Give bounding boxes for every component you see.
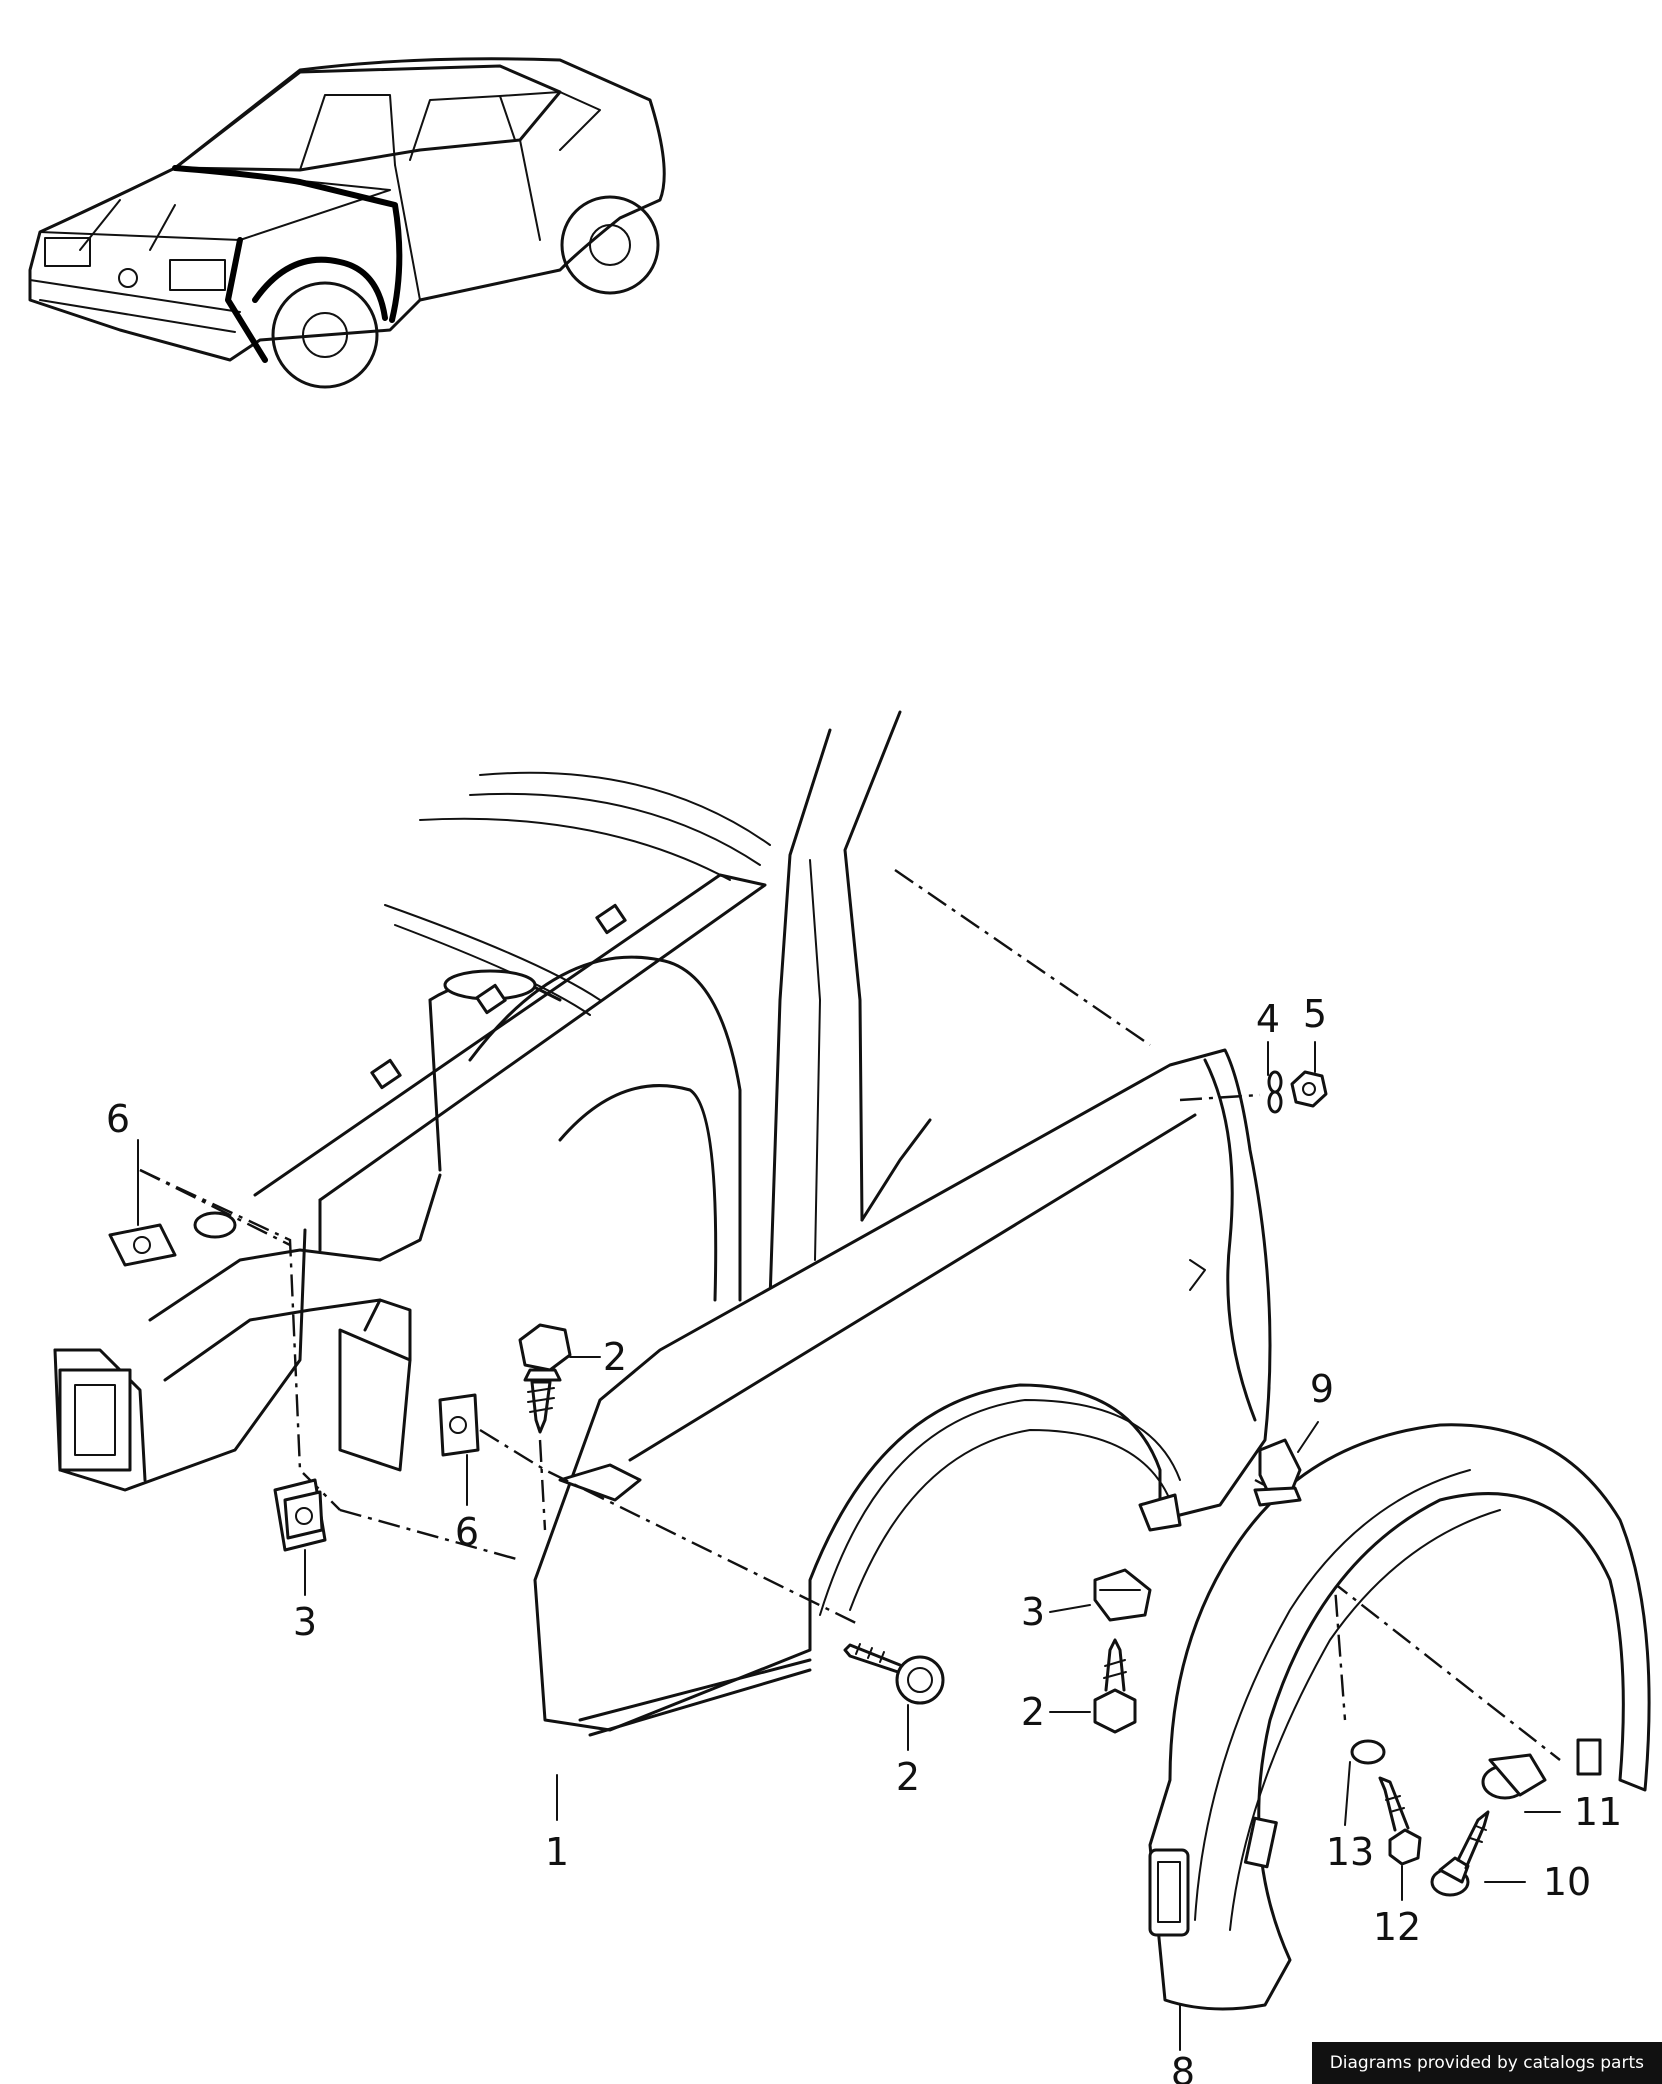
- callout-1: 1: [545, 1830, 569, 1874]
- callout-11: 11: [1574, 1790, 1622, 1834]
- washer-plate-icon: [108, 1223, 177, 1267]
- callout-13: 13: [1326, 1830, 1374, 1874]
- callout-10: 10: [1543, 1860, 1591, 1904]
- clip-icon: [273, 1478, 327, 1552]
- callout-6: 6: [106, 1097, 130, 1141]
- callout-2: 2: [1021, 1690, 1045, 1734]
- spring-washer-icon: [1267, 1070, 1283, 1114]
- screw-icon: [1378, 1776, 1422, 1866]
- body-structure: [53, 710, 1272, 1737]
- car-overview-illustration: [28, 57, 666, 389]
- washer-plate-icon: [438, 1393, 480, 1457]
- callout-4: 4: [1256, 997, 1280, 1041]
- bolt-icon: [518, 1323, 572, 1434]
- clip-icon: [1481, 1753, 1547, 1800]
- nut-icon: [1290, 1070, 1328, 1108]
- wheel-housing-liner: [1148, 1423, 1651, 2011]
- clip-icon: [1253, 1438, 1302, 1507]
- leader-lines: [137, 1041, 1561, 2051]
- callout-3: 3: [1021, 1590, 1045, 1634]
- footer-credit: Diagrams provided by catalogs parts: [1311, 2042, 1662, 2084]
- bolt-icon: [843, 1643, 945, 1705]
- callout-2: 2: [896, 1755, 920, 1799]
- callout-9: 9: [1310, 1367, 1334, 1411]
- washer-icon: [1350, 1739, 1386, 1765]
- bolt-icon: [1093, 1638, 1137, 1734]
- hardware-parts: [108, 1070, 1547, 1897]
- callout-12: 12: [1373, 1905, 1421, 1949]
- screw-icon: [1430, 1810, 1490, 1897]
- callout-5: 5: [1303, 992, 1327, 1036]
- callout-3: 3: [293, 1600, 317, 1644]
- callout-6: 6: [455, 1510, 479, 1554]
- clip-icon: [1093, 1568, 1152, 1622]
- callout-8: 8: [1171, 2050, 1195, 2084]
- callout-2: 2: [603, 1335, 627, 1379]
- callouts: 1 2 2 2 3 3 4 5 6 6 8 9 10 11 12 13: [106, 992, 1622, 2084]
